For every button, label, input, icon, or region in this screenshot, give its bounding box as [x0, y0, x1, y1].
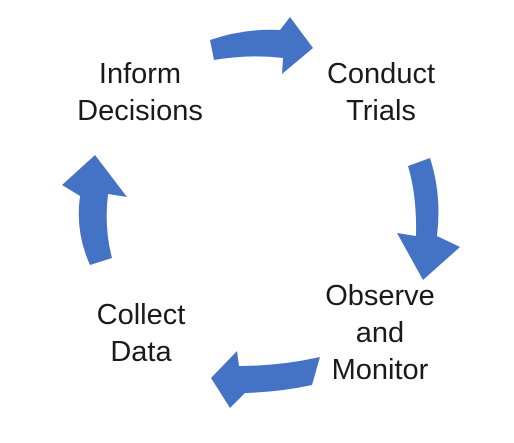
stage-label-collect-data: Collect Data	[61, 297, 221, 371]
stage-label-line: Monitor	[331, 354, 429, 386]
stage-label-line: Collect	[96, 299, 186, 331]
stage-label-conduct-trials: Conduct Trials	[301, 56, 461, 130]
stage-label-inform-decisions: Inform Decisions	[60, 56, 220, 130]
stage-label-line: Inform	[98, 58, 182, 90]
curved-arrow-down-icon	[397, 158, 460, 280]
stage-label-line: and	[355, 317, 405, 349]
stage-label-line: Decisions	[77, 95, 203, 127]
stage-label-line: Conduct	[326, 58, 435, 90]
curved-arrow-left-icon	[211, 351, 320, 408]
stage-label-line: Observe	[325, 280, 435, 312]
stage-label-line: Trials	[346, 95, 416, 127]
curved-arrow-up-icon	[62, 155, 127, 265]
stage-label-line: Data	[110, 336, 172, 368]
curved-arrow-right-icon	[210, 17, 313, 74]
stage-label-observe-and-monitor: Observe and Monitor	[300, 278, 460, 389]
